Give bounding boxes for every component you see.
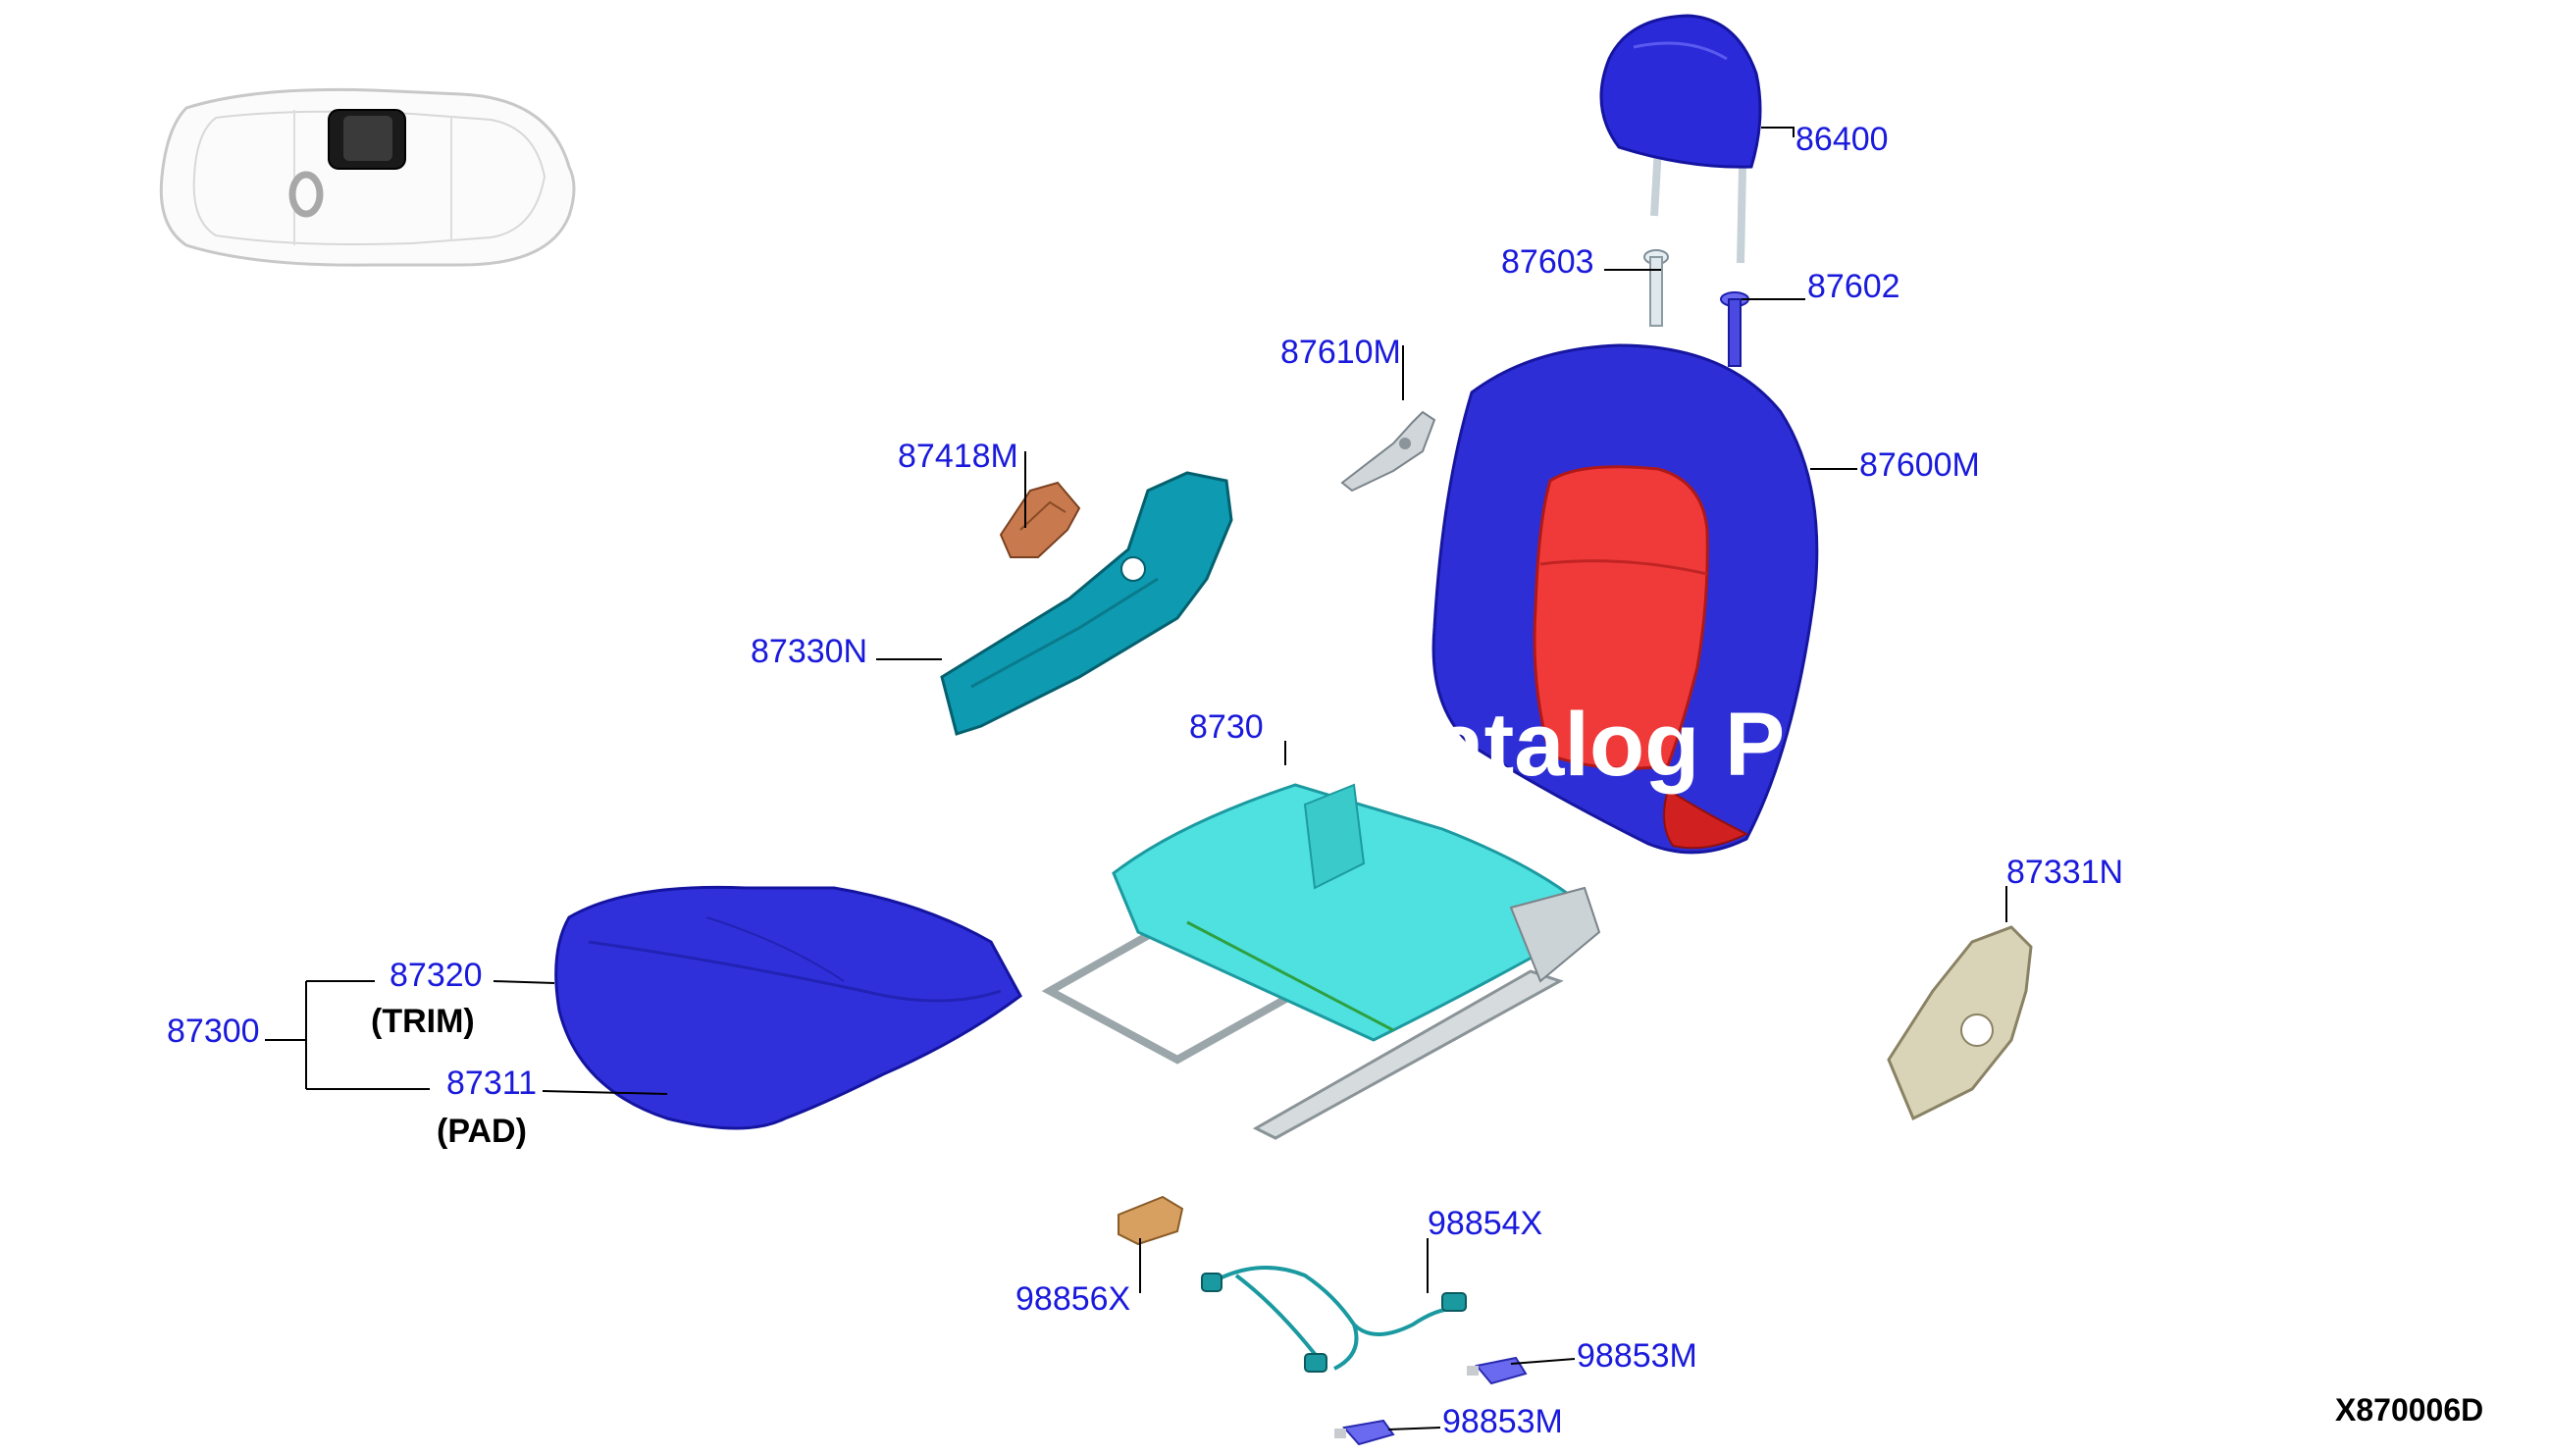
callout-87418m[interactable]: 87418M [898,438,1018,475]
bracket-87418m [999,481,1081,558]
callout-98853m-b[interactable]: 98853M [1442,1403,1563,1440]
module-98856x [1118,1195,1184,1246]
seatback-87600m [1431,343,1819,855]
connector-98853m-a [1467,1356,1528,1385]
callout-98853m-a[interactable]: 98853M [1577,1337,1697,1375]
headrest-86400 [1599,14,1762,264]
cushion-frame [1041,783,1601,1140]
connector-98853m-b [1334,1419,1395,1446]
callout-87311[interactable]: 87311 [446,1065,537,1102]
finisher-inner-87330n [940,471,1233,736]
steering-wheel-icon [288,171,324,218]
callout-87320[interactable]: 87320 [390,957,483,994]
callout-87330n[interactable]: 87330N [751,633,867,670]
callout-87600m[interactable]: 87600M [1859,446,1980,484]
finisher-outer-87331n [1887,925,2033,1121]
headrest-guide-87602 [1720,291,1749,367]
callout-87331n[interactable]: 87331N [2006,854,2123,891]
leader-lines [265,127,2007,1430]
seat-cushion-87300 [554,885,1022,1130]
car-location-thumbnail [159,87,576,267]
sublabel-pad: (PAD) [437,1113,527,1150]
callout-87300[interactable]: 87300 [167,1013,260,1050]
callout-87610m[interactable]: 87610M [1280,334,1401,371]
diagram-id: X870006D [2335,1392,2483,1428]
headrest-guide-87603 [1643,249,1669,327]
harness-98854x [1201,1266,1467,1373]
callout-86400[interactable]: 86400 [1795,121,1889,158]
callout-87602[interactable]: 87602 [1807,268,1900,305]
sublabel-trim: (TRIM) [371,1003,475,1040]
callout-98856x[interactable]: 98856X [1015,1280,1130,1318]
callout-98854x[interactable]: 98854X [1428,1205,1542,1242]
callout-8730x[interactable]: 8730 [1189,708,1264,746]
bracket-87610m [1340,410,1436,493]
watermark-text: Catalog Pa [1369,695,1836,795]
callout-87603[interactable]: 87603 [1501,243,1594,281]
